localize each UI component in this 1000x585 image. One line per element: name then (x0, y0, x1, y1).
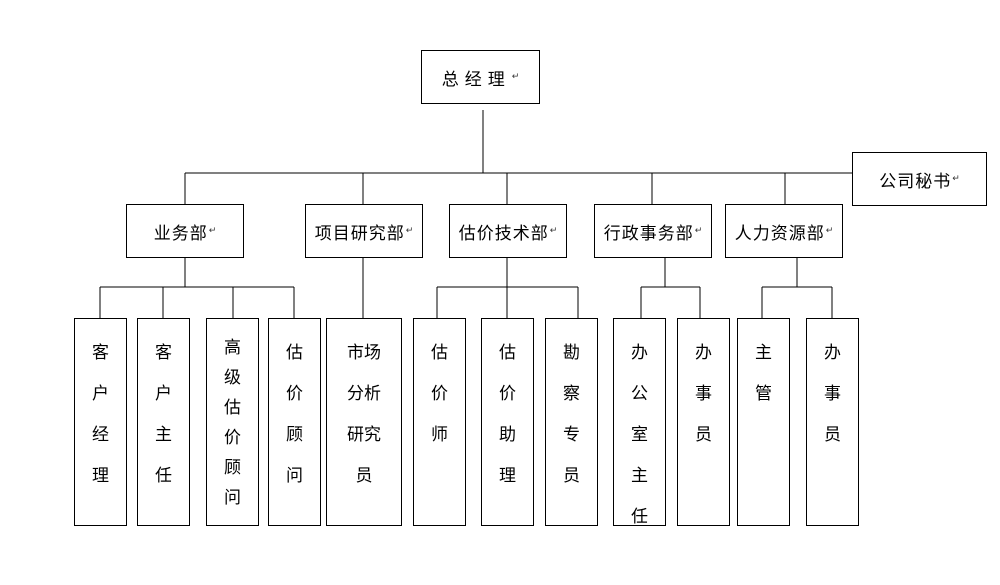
role-box: 主管 (737, 318, 790, 526)
role-box: 勘察专员 (545, 318, 598, 526)
role-box: 高级估价顾问 (206, 318, 259, 526)
paragraph-mark-icon: ↵ (208, 226, 217, 236)
dept-label: 人力资源部 (734, 223, 825, 244)
role-label: 客户经理 (92, 343, 109, 486)
dept-label: 项目研究部 (314, 223, 405, 244)
role-label: 勘察专员 (563, 343, 580, 486)
role-label: 办公室主任 (631, 343, 648, 527)
paragraph-mark-icon: ↵ (549, 226, 558, 236)
role-box: 估价顾问 (268, 318, 321, 526)
dept-box-admin: 行政事务部↵ (594, 204, 712, 258)
paragraph-mark-icon: ↵ (405, 226, 414, 236)
role-box: 估价助理 (481, 318, 534, 526)
dept-box-research: 项目研究部↵ (305, 204, 423, 258)
role-box: 市场分析研究员 (326, 318, 402, 526)
dept-box-valuation: 估价技术部↵ (449, 204, 567, 258)
paragraph-mark-icon: ↵ (511, 72, 520, 82)
dept-label: 估价技术部 (458, 223, 549, 244)
dept-box-business: 业务部↵ (126, 204, 244, 258)
paragraph-mark-icon: ↵ (694, 226, 703, 236)
role-label: 办事员 (824, 343, 841, 445)
role-box: 办公室主任 (613, 318, 666, 527)
secretary-box: 公司秘书↵ (852, 152, 987, 206)
role-box: 办事员 (806, 318, 859, 526)
role-label: 办事员 (695, 343, 712, 445)
role-box: 客户主任 (137, 318, 190, 526)
dept-label: 行政事务部 (603, 223, 694, 244)
role-box: 估价师 (413, 318, 466, 526)
role-label: 市场分析研究员 (347, 343, 381, 486)
role-label: 高级估价顾问 (224, 338, 241, 508)
paragraph-mark-icon: ↵ (825, 226, 834, 236)
role-label: 估价顾问 (286, 343, 303, 486)
ceo-label: 总经理 (441, 69, 511, 90)
role-label: 客户主任 (155, 343, 172, 486)
role-label: 主管 (755, 343, 772, 404)
role-label: 估价助理 (499, 343, 516, 486)
dept-label: 业务部 (153, 223, 208, 244)
role-box: 办事员 (677, 318, 730, 526)
role-label: 估价师 (431, 343, 448, 445)
role-box: 客户经理 (74, 318, 127, 526)
ceo-box: 总经理↵ (421, 50, 540, 104)
secretary-label: 公司秘书 (879, 171, 952, 192)
dept-box-hr: 人力资源部↵ (725, 204, 843, 258)
paragraph-mark-icon: ↵ (952, 174, 960, 184)
